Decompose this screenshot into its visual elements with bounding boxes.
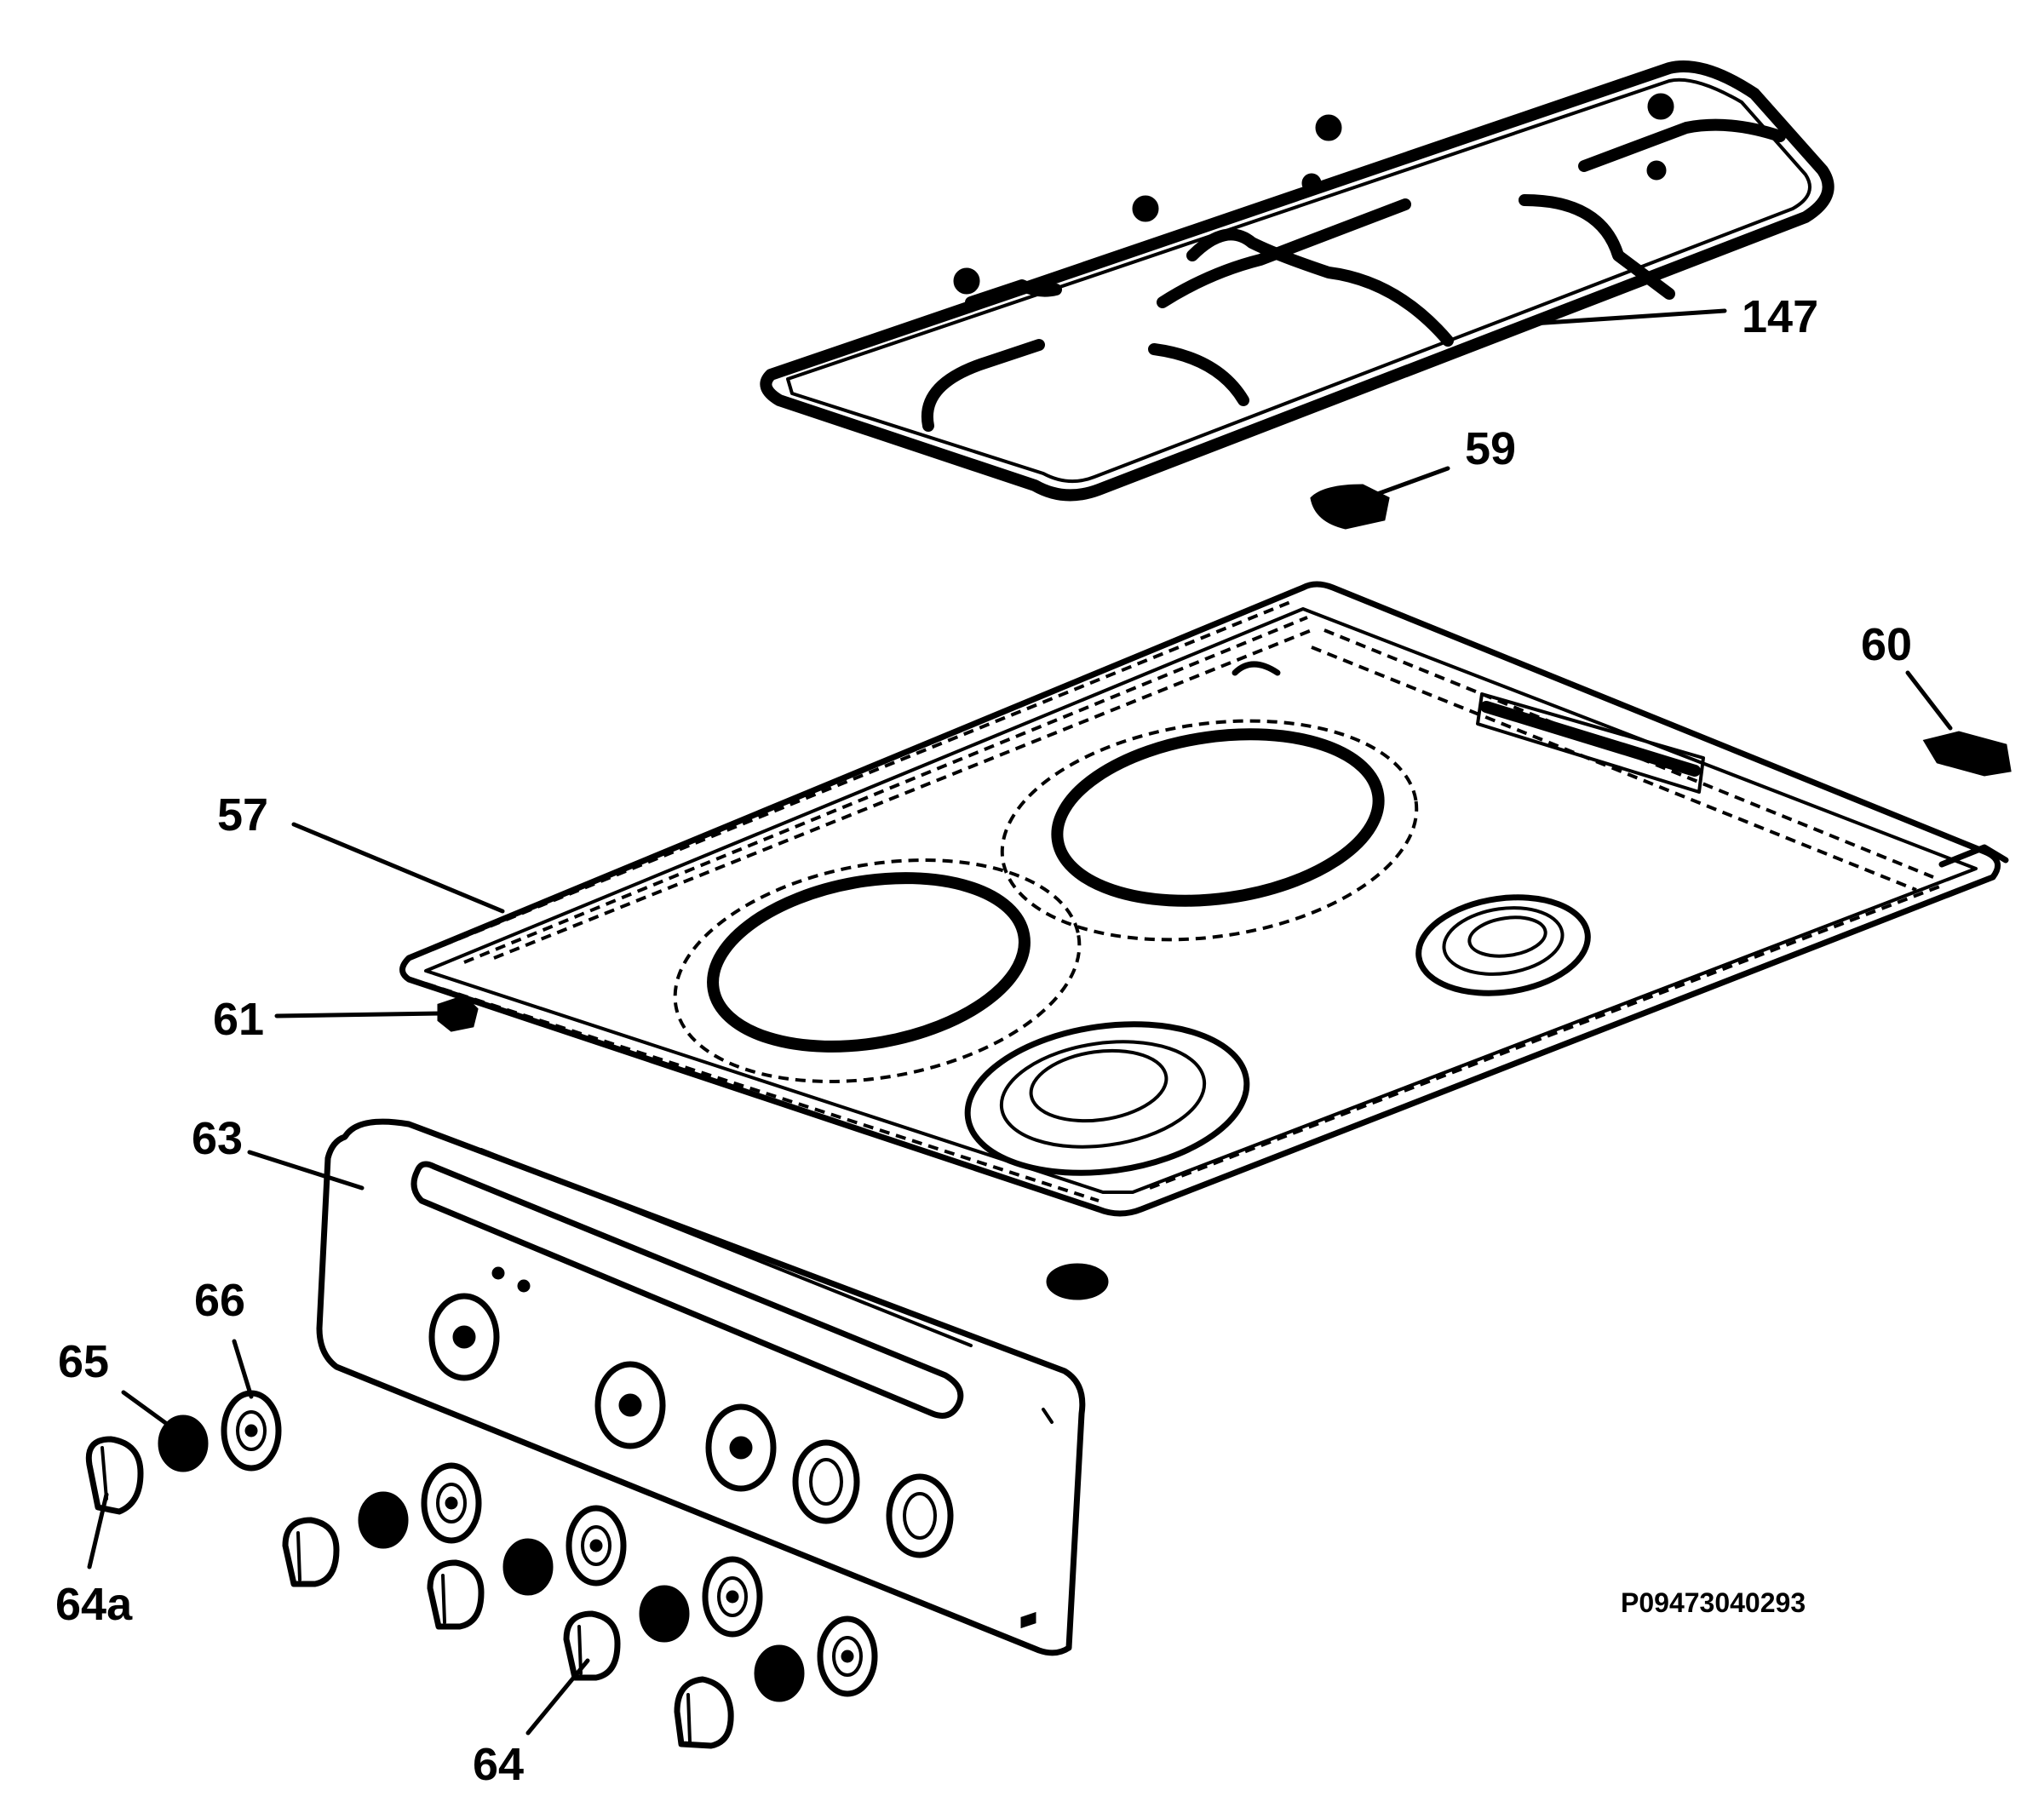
knob-spring-2 bbox=[358, 1491, 409, 1549]
control-panel bbox=[316, 1118, 1086, 1656]
hot-plate-front-right bbox=[1415, 894, 1591, 996]
panel-knob-hole-1 bbox=[428, 1293, 500, 1381]
label-64a: 64a bbox=[55, 1579, 133, 1630]
knob-spring-5 bbox=[754, 1644, 805, 1702]
small-part-61 bbox=[437, 995, 479, 1032]
panel-knob-hole-3 bbox=[705, 1403, 777, 1492]
knob-spring-65 bbox=[158, 1414, 209, 1472]
knob-spring-4 bbox=[639, 1585, 690, 1643]
knob-5 bbox=[674, 1676, 734, 1749]
knob-bezel-66 bbox=[221, 1390, 282, 1472]
knob-bezel-5 bbox=[817, 1615, 878, 1697]
knob-spring-3 bbox=[502, 1538, 554, 1596]
label-66: 66 bbox=[194, 1275, 245, 1326]
hob-foot bbox=[1046, 1263, 1109, 1300]
label-61: 61 bbox=[213, 994, 264, 1045]
hot-plate-front-left bbox=[964, 1021, 1250, 1176]
label-147: 147 bbox=[1742, 291, 1818, 342]
hot-plate-rear-right bbox=[1000, 719, 1419, 942]
knob-bezel-2 bbox=[421, 1462, 482, 1544]
label-64: 64 bbox=[473, 1739, 524, 1790]
panel-knob-hole-5 bbox=[886, 1473, 954, 1558]
knob-64a bbox=[85, 1436, 144, 1515]
panel-knob-hole-4 bbox=[792, 1439, 860, 1524]
label-60: 60 bbox=[1861, 619, 1912, 670]
hob-top-panel bbox=[399, 581, 2009, 1217]
knob-2 bbox=[282, 1517, 340, 1587]
label-65: 65 bbox=[58, 1336, 109, 1387]
knob-64 bbox=[563, 1610, 621, 1681]
pan-support-grid bbox=[760, 60, 1834, 502]
panel-knob-hole-2 bbox=[594, 1361, 666, 1449]
leader-lines bbox=[87, 308, 1953, 1736]
diagram-code: P09473040293 bbox=[1621, 1587, 1806, 1618]
small-part-59 bbox=[1310, 484, 1390, 530]
knob-bezel-4 bbox=[702, 1556, 763, 1638]
knob-bezel-3 bbox=[566, 1505, 627, 1587]
label-57: 57 bbox=[217, 789, 268, 841]
label-63: 63 bbox=[192, 1113, 243, 1164]
knob-3 bbox=[427, 1559, 485, 1630]
small-part-60 bbox=[1922, 731, 2012, 777]
label-59: 59 bbox=[1465, 423, 1516, 474]
hot-plate-rear-left bbox=[673, 858, 1082, 1083]
